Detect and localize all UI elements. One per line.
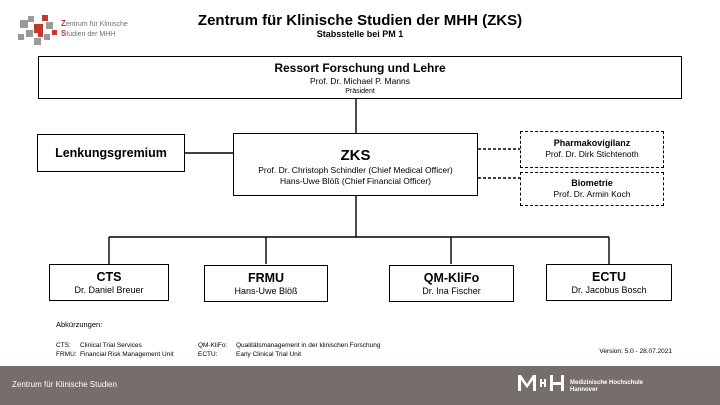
abbr-qm-key: QM-KliFo: bbox=[198, 342, 228, 349]
zks-logo-icon bbox=[18, 15, 57, 45]
biometrie-box: Biometrie Prof. Dr. Armin Koch bbox=[520, 172, 664, 206]
pharmakovigilanz-box: Pharmakovigilanz Prof. Dr. Dirk Stichten… bbox=[520, 131, 664, 168]
mhh-logo-line2: Hannover bbox=[570, 387, 598, 393]
mhh-logo-text: Medizinische Hochschule Hannover bbox=[570, 380, 643, 394]
abbr-ectu-value: Early Clinical Trial Unit bbox=[236, 351, 302, 358]
lenkungsgremium-title: Lenkungsgremium bbox=[55, 146, 167, 160]
unit-frmu-title: FRMU bbox=[247, 271, 285, 285]
ressort-role: Präsident bbox=[345, 88, 375, 95]
unit-ectu-person: Dr. Jacobus Bosch bbox=[571, 285, 647, 295]
ressort-person: Prof. Dr. Michael P. Manns bbox=[310, 76, 410, 86]
zks-title: ZKS bbox=[340, 147, 371, 164]
zks-cfo: Hans-Uwe Blöß (Chief Financial Officer) bbox=[280, 176, 431, 186]
footer-bar bbox=[0, 366, 720, 405]
page-subtitle: Stabsstelle bei PM 1 bbox=[316, 29, 404, 39]
abbr-frmu-key: FRMU: bbox=[56, 351, 77, 358]
pharmakovigilanz-person: Prof. Dr. Dirk Stichtenoth bbox=[545, 149, 639, 159]
abbr-frmu-value: Financial Risk Management Unit bbox=[80, 351, 174, 358]
abbr-cts-value: Clinical Trial Services bbox=[80, 342, 142, 349]
mhh-logo-icon bbox=[518, 375, 564, 391]
unit-qmklifo-title: QM-KliFo bbox=[423, 271, 480, 285]
abbr-ectu-key: ECTU: bbox=[198, 351, 218, 358]
unit-frmu-person: Hans-Uwe Blöß bbox=[234, 286, 298, 296]
zks-box: ZKS Prof. Dr. Christoph Schindler (Chief… bbox=[233, 133, 478, 196]
footer-text: Zentrum für Klinische Studien bbox=[12, 380, 117, 389]
abbr-cts-key: CTS: bbox=[56, 342, 71, 349]
lenkungsgremium-box: Lenkungsgremium bbox=[37, 134, 185, 172]
zks-cmo: Prof. Dr. Christoph Schindler (Chief Med… bbox=[258, 165, 453, 175]
pharmakovigilanz-title: Pharmakovigilanz bbox=[553, 138, 631, 148]
unit-cts-person: Dr. Daniel Breuer bbox=[74, 285, 144, 295]
unit-ectu-title: ECTU bbox=[591, 270, 627, 284]
unit-frmu-box: FRMU Hans-Uwe Blöß bbox=[204, 265, 328, 302]
biometrie-person: Prof. Dr. Armin Koch bbox=[553, 189, 631, 199]
mhh-logo-line1: Medizinische Hochschule bbox=[570, 380, 644, 386]
unit-ectu-box: ECTU Dr. Jacobus Bosch bbox=[546, 264, 672, 301]
unit-cts-title: CTS bbox=[96, 270, 122, 284]
biometrie-title: Biometrie bbox=[571, 178, 613, 188]
logo-text: Zentrum für Klinische Studien der MHH bbox=[61, 19, 128, 38]
version-label: Version: 5.0 - 28.07.2021 bbox=[599, 348, 672, 355]
ressort-box: Ressort Forschung und Lehre Prof. Dr. Mi… bbox=[38, 56, 682, 99]
ressort-title: Ressort Forschung und Lehre bbox=[274, 61, 446, 75]
unit-qmklifo-box: QM-KliFo Dr. Ina Fischer bbox=[389, 265, 514, 302]
unit-qmklifo-person: Dr. Ina Fischer bbox=[422, 286, 481, 296]
abbr-qm-value: Qualitätsmanagement in der klinischen Fo… bbox=[236, 342, 381, 349]
unit-cts-box: CTS Dr. Daniel Breuer bbox=[49, 264, 169, 301]
page-title: Zentrum für Klinische Studien der MHH (Z… bbox=[197, 12, 523, 29]
abbreviations-heading: Abkürzungen: bbox=[56, 320, 103, 329]
